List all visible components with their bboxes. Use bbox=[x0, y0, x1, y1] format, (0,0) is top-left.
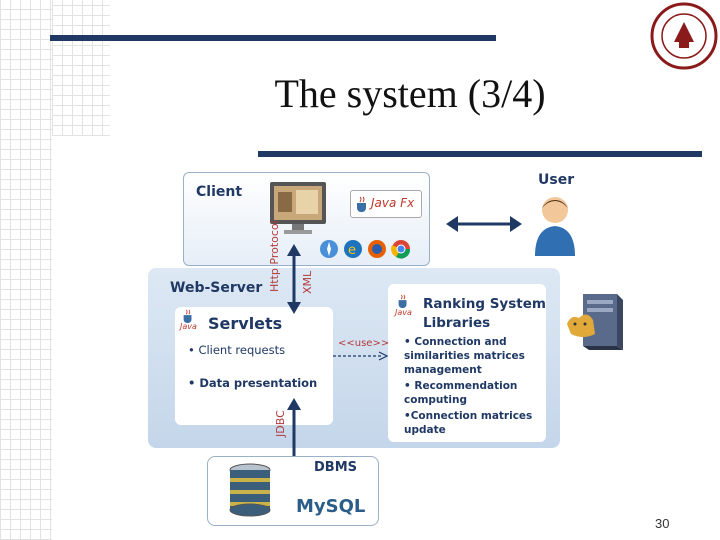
ranking-label-line2: Libraries bbox=[423, 315, 491, 331]
university-seal-icon bbox=[650, 2, 718, 70]
client-label: Client bbox=[196, 184, 243, 200]
uses-arrow bbox=[333, 351, 389, 361]
client-user-arrow bbox=[446, 216, 522, 232]
ie-icon: e bbox=[344, 240, 362, 258]
jdbc-label: JDBC bbox=[274, 410, 287, 437]
javafx-logo: Java Fx bbox=[350, 190, 422, 218]
ranking-label-line1: Ranking System bbox=[423, 296, 546, 312]
background-grid bbox=[0, 0, 52, 540]
http-protocol-label: Http Protocol bbox=[268, 220, 281, 292]
monitor-icon bbox=[270, 182, 326, 234]
user-icon bbox=[535, 197, 575, 256]
database-icon bbox=[229, 463, 271, 517]
svg-text:e: e bbox=[348, 243, 356, 258]
ranking-item: • Connection and similarities matrices m… bbox=[404, 336, 525, 376]
http-arrow bbox=[287, 244, 301, 314]
mysql-label: MySQL bbox=[296, 496, 366, 517]
java-cup-icon bbox=[357, 196, 366, 212]
ranking-item: • Recommendation computing bbox=[404, 380, 518, 406]
ranking-library-box bbox=[388, 284, 546, 442]
xml-label: XML bbox=[301, 270, 314, 294]
page-number: 30 bbox=[655, 516, 670, 531]
browser-icons: e bbox=[320, 240, 411, 259]
java-label: Java bbox=[395, 308, 412, 317]
ranking-item: •Connection matrices update bbox=[404, 410, 533, 436]
servlets-item: • Data presentation bbox=[188, 376, 318, 390]
servlets-item: • Client requests bbox=[188, 343, 286, 357]
dbms-label: DBMS bbox=[314, 460, 357, 475]
background-grid-top bbox=[52, 0, 110, 136]
java-cup-icon bbox=[398, 294, 407, 308]
chrome-icon bbox=[391, 240, 411, 259]
web-server-label: Web-Server bbox=[170, 280, 263, 296]
java-cup-icon bbox=[183, 309, 192, 323]
java-label: Java bbox=[180, 322, 197, 331]
top-rule bbox=[50, 35, 496, 41]
servlets-label: Servlets bbox=[208, 314, 283, 333]
user-label: User bbox=[538, 172, 575, 188]
servlets-box bbox=[175, 307, 333, 425]
slide-title: The system (3/4) bbox=[274, 71, 546, 116]
bottom-rule bbox=[258, 151, 702, 157]
javafx-label: Java Fx bbox=[371, 196, 415, 210]
mysql-logo: MySQL bbox=[296, 496, 365, 517]
tomcat-server-icon bbox=[567, 294, 623, 350]
uses-label: <<use>> bbox=[338, 338, 390, 349]
safari-icon bbox=[320, 240, 338, 258]
firefox-icon bbox=[368, 240, 386, 258]
